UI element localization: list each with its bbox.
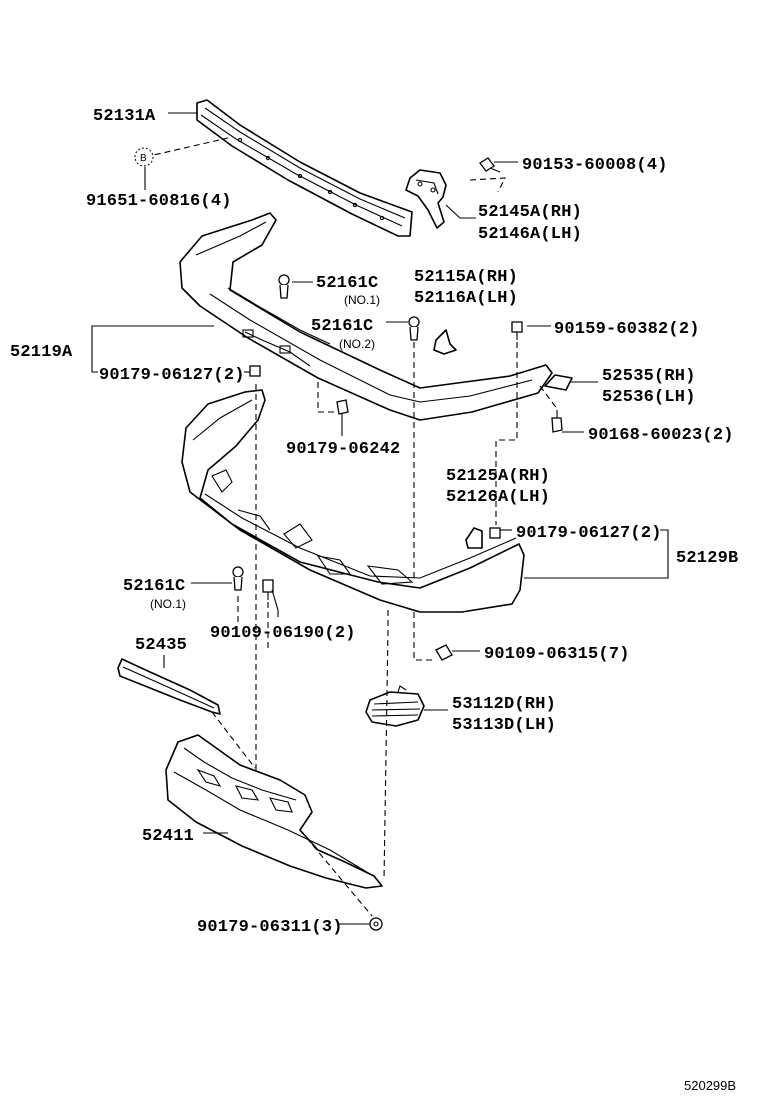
bumper-reinforcement-52131A bbox=[196, 99, 413, 237]
nut-90179-06242-icon bbox=[336, 399, 349, 415]
label-52115A: 52115A(RH) bbox=[414, 268, 518, 287]
label-90153-60008: 90153-60008(4) bbox=[522, 156, 668, 175]
clip-52161C-no1-lower-icon bbox=[232, 566, 244, 591]
label-52129B: 52129B bbox=[676, 549, 738, 568]
label-90168-60023: 90168-60023(2) bbox=[588, 426, 734, 445]
bolt-90109-06190-icon bbox=[262, 579, 274, 600]
label-90179-06242: 90179-06242 bbox=[286, 440, 400, 459]
label-52411: 52411 bbox=[142, 827, 194, 846]
label-no1-c: (NO.1) bbox=[150, 597, 186, 611]
bolt-90109-06315-icon bbox=[435, 644, 453, 661]
label-52126A: 52126A(LH) bbox=[446, 488, 550, 507]
bolt-90159-icon bbox=[511, 321, 523, 340]
label-90179-06127-lower: 90179-06127(2) bbox=[516, 524, 662, 543]
bolt-90168-icon bbox=[551, 410, 563, 433]
label-52161C-no2: 52161C bbox=[311, 317, 373, 336]
label-53113D: 53113D(LH) bbox=[452, 716, 556, 735]
label-53112D: 53112D(RH) bbox=[452, 695, 556, 714]
label-52145A: 52145A(RH) bbox=[478, 203, 582, 222]
clip-52161C-no2-icon bbox=[408, 316, 420, 341]
label-52536: 52536(LH) bbox=[602, 388, 696, 407]
bumper-side-bracket-52115A bbox=[433, 329, 457, 355]
circle-b-icon bbox=[134, 147, 154, 167]
label-90179-06311: 90179-06311(3) bbox=[197, 918, 343, 937]
front-spoiler-52411 bbox=[165, 734, 383, 889]
label-91651-60816: 91651-60816(4) bbox=[86, 192, 232, 211]
label-90109-06190: 90109-06190(2) bbox=[210, 624, 356, 643]
nut-90179-06127-a-icon bbox=[249, 365, 261, 377]
label-90179-06127-upper: 90179-06127(2) bbox=[99, 366, 245, 385]
front-bumper-extension-52129B bbox=[181, 389, 525, 613]
label-circle-b: B bbox=[140, 153, 147, 164]
assembly-dashed-lines bbox=[144, 137, 559, 917]
label-52131A: 52131A bbox=[93, 107, 156, 126]
front-bumper-cover-52119A bbox=[179, 212, 553, 421]
leader-lines bbox=[91, 112, 669, 925]
diagram-reference-number: 520299B bbox=[684, 1078, 736, 1093]
label-52146A: 52146A(LH) bbox=[478, 225, 582, 244]
label-52116A: 52116A(LH) bbox=[414, 289, 518, 308]
label-90109-06315: 90109-06315(7) bbox=[484, 645, 630, 664]
label-52161C-no1: 52161C bbox=[316, 274, 378, 293]
bolt-90153-icon bbox=[479, 157, 501, 173]
bumper-side-retainer-52535 bbox=[544, 374, 573, 391]
label-no1-a: (NO.1) bbox=[344, 293, 380, 307]
label-no2: (NO.2) bbox=[339, 337, 375, 351]
bumper-arm-bracket-52145A bbox=[405, 169, 447, 229]
label-52161C-lower: 52161C bbox=[123, 577, 185, 596]
label-52535: 52535(RH) bbox=[602, 367, 696, 386]
bumper-retainer-52125A bbox=[465, 527, 483, 549]
nut-90179-06127-b-icon bbox=[489, 527, 501, 539]
label-90159-60382: 90159-60382(2) bbox=[554, 320, 700, 339]
fog-lamp-cover-53112D bbox=[365, 685, 425, 727]
label-52435: 52435 bbox=[135, 636, 187, 655]
bumper-moulding-52435 bbox=[117, 658, 221, 715]
nut-90179-06311-icon bbox=[369, 917, 383, 931]
clip-52161C-no1-icon bbox=[278, 274, 290, 299]
label-52125A: 52125A(RH) bbox=[446, 467, 550, 486]
fastener-icons bbox=[232, 157, 563, 931]
label-52119A: 52119A bbox=[10, 343, 73, 362]
